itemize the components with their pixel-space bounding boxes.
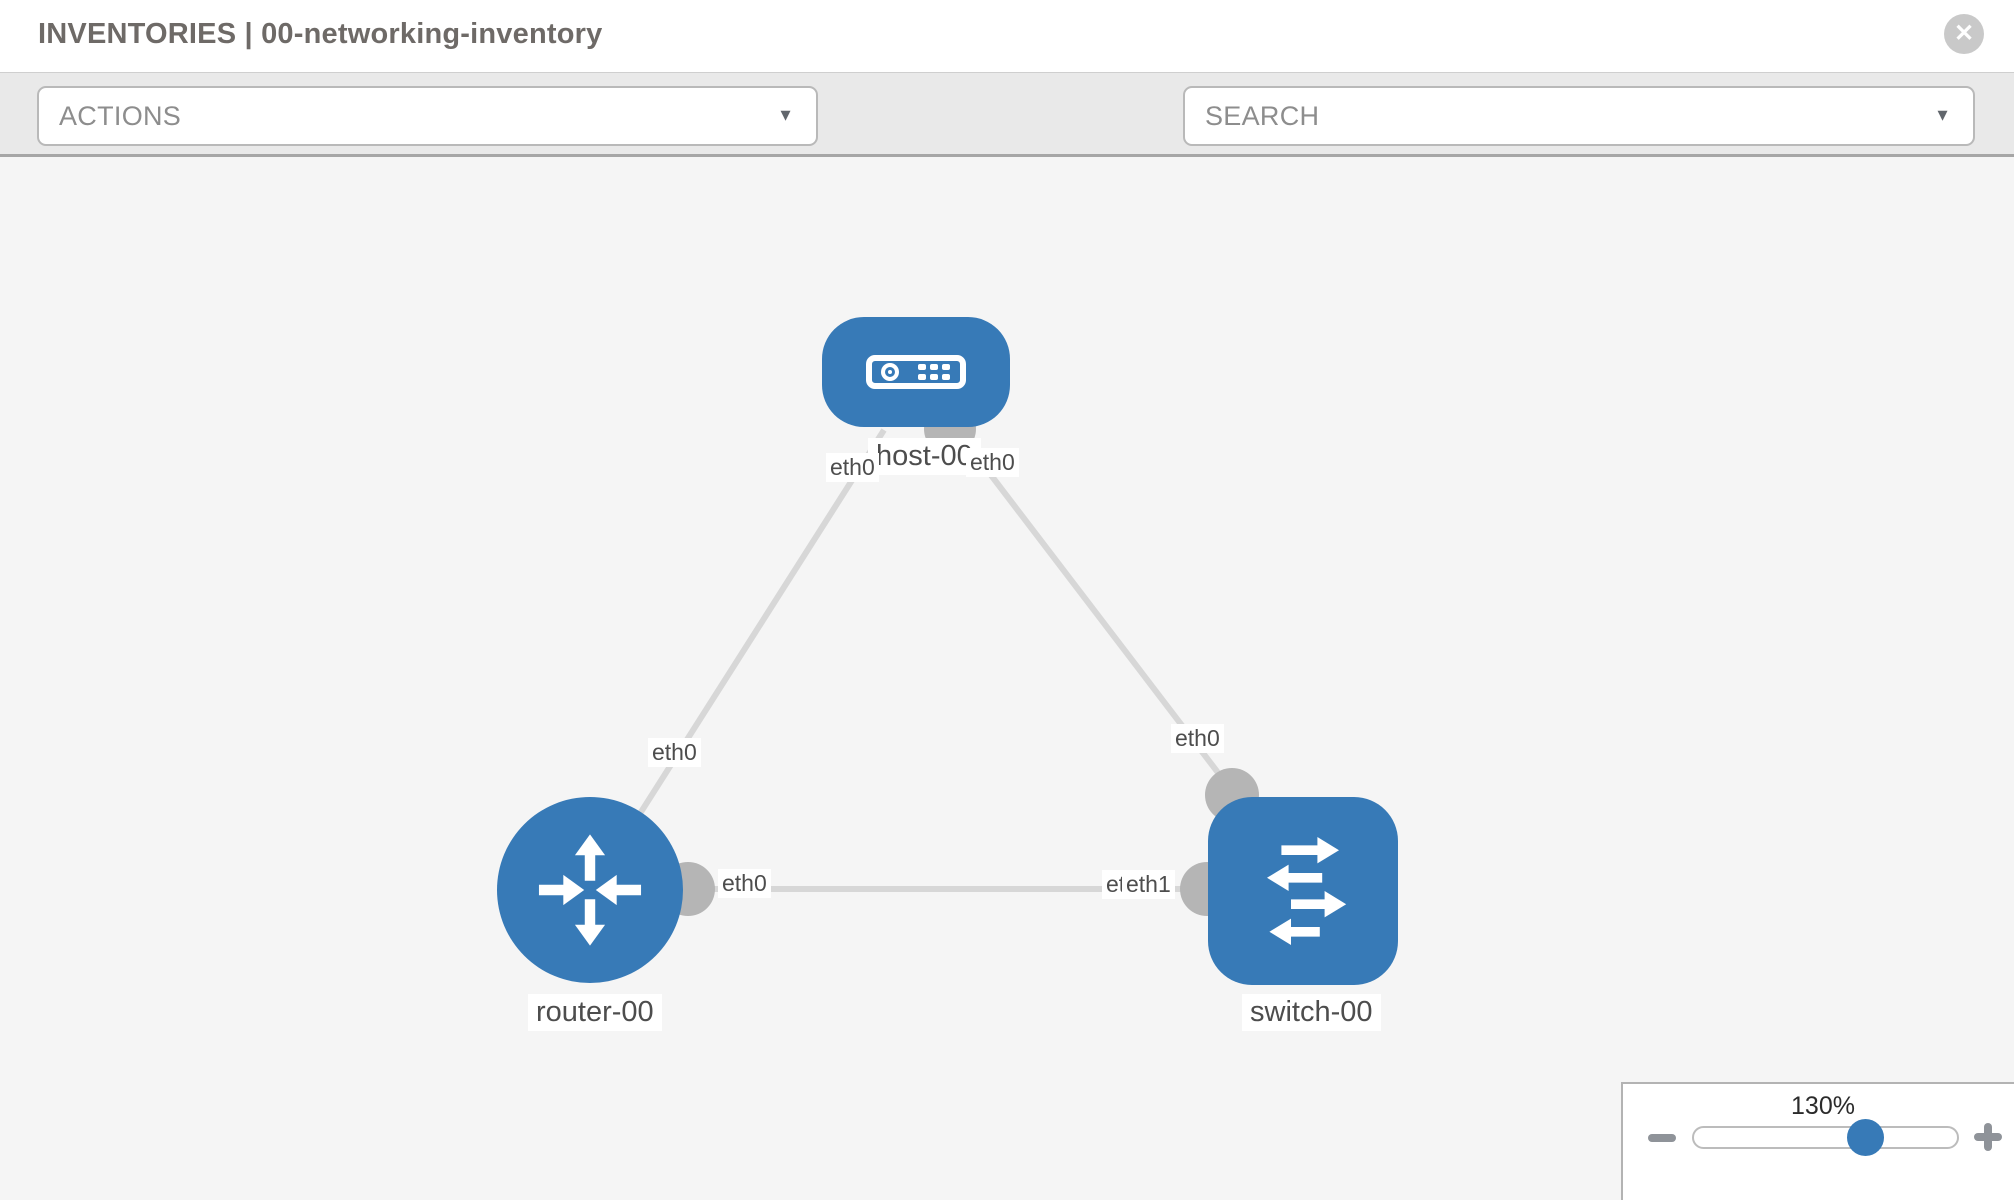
iface-label-eth1: eth1: [1122, 870, 1175, 899]
iface-label-overlapped: eth0: [1102, 870, 1124, 899]
node-host-00[interactable]: [822, 317, 1010, 427]
zoom-slider-track[interactable]: [1692, 1126, 1959, 1149]
server-icon: [866, 355, 966, 389]
zoom-panel: 130%: [1621, 1082, 2014, 1200]
zoom-level-readout: 130%: [1791, 1092, 1855, 1120]
node-router-00[interactable]: [497, 797, 683, 983]
zoom-out-button[interactable]: [1645, 1120, 1679, 1154]
close-button[interactable]: ✕: [1944, 14, 1984, 54]
node-label-host: host-00: [868, 438, 981, 475]
toolbar: ACTIONS ▼ SEARCH ▼: [0, 72, 2014, 205]
header: INVENTORIES | 00-networking-inventory ✕: [0, 0, 2014, 72]
actions-dropdown[interactable]: ACTIONS ▼: [37, 86, 818, 146]
close-icon: ✕: [1953, 20, 1975, 47]
actions-dropdown-label: ACTIONS: [59, 100, 182, 131]
iface-label-switch-side-host-link: eth0: [1171, 724, 1224, 753]
search-dropdown-label: SEARCH: [1205, 100, 1320, 131]
iface-label-host-to-switch: eth0: [966, 448, 1019, 477]
topology-canvas[interactable]: [0, 160, 2014, 1200]
chevron-down-icon: ▼: [777, 105, 794, 125]
iface-label-host-to-router: eth0: [826, 453, 879, 482]
link-host-switch[interactable]: [952, 426, 1251, 814]
node-label-router: router-00: [528, 994, 662, 1031]
node-switch-00[interactable]: [1208, 797, 1398, 985]
page-title: INVENTORIES | 00-networking-inventory: [38, 18, 603, 50]
chevron-down-icon: ▼: [1934, 105, 1951, 125]
search-dropdown[interactable]: SEARCH ▼: [1183, 86, 1975, 146]
zoom-slider-thumb[interactable]: [1847, 1119, 1884, 1156]
node-label-switch: switch-00: [1242, 994, 1381, 1031]
switch-arrows-icon: [1267, 837, 1347, 945]
zoom-in-button[interactable]: [1971, 1120, 2005, 1154]
iface-label-switch-side-overlapping: eth0eth1: [1098, 869, 1179, 900]
iface-label-router-side-host-link: eth0: [648, 738, 701, 767]
iface-label-router-side-switch-link: eth0: [718, 869, 771, 898]
router-arrows-icon: [538, 834, 642, 946]
